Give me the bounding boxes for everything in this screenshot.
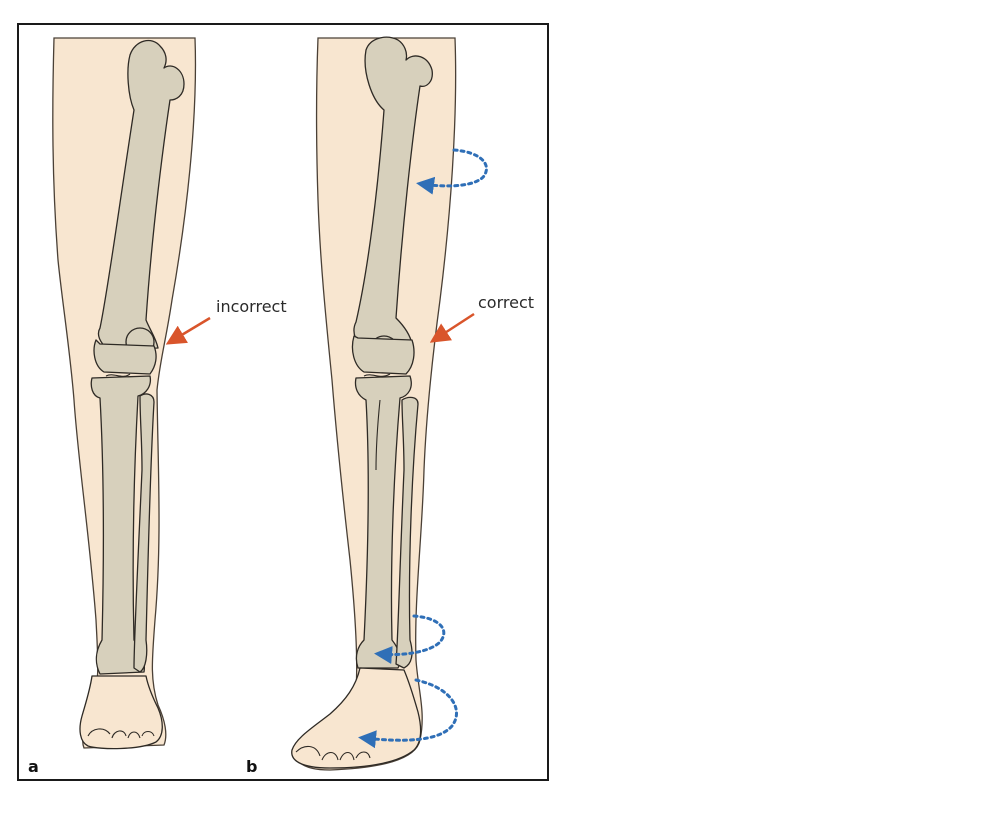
- tibia-b: [354, 375, 412, 669]
- panel-a: incorrect a: [28, 37, 287, 776]
- foot-a: [79, 675, 163, 750]
- correct-label: correct: [478, 293, 534, 312]
- femur-b: [353, 36, 433, 347]
- tibia-a: [90, 375, 152, 675]
- ankle-rotation-indicator: [374, 614, 446, 664]
- femur-b-condyle: [351, 335, 415, 375]
- fibula-b: [395, 396, 419, 669]
- femur-a-condyle: [93, 339, 157, 375]
- incorrect-label: incorrect: [216, 297, 287, 316]
- fibula-a: [133, 393, 155, 673]
- femur-a: [97, 39, 185, 351]
- foot-rotation-indicator: [358, 678, 458, 749]
- correct-arrow: [429, 312, 475, 343]
- thigh-rotation-indicator: [416, 148, 488, 195]
- incorrect-arrow: [165, 316, 211, 345]
- foot-b: [291, 667, 422, 769]
- panel-letter-a: a: [28, 757, 39, 776]
- panel-letter-b: b: [246, 757, 257, 776]
- panel-b: correct b: [246, 36, 534, 776]
